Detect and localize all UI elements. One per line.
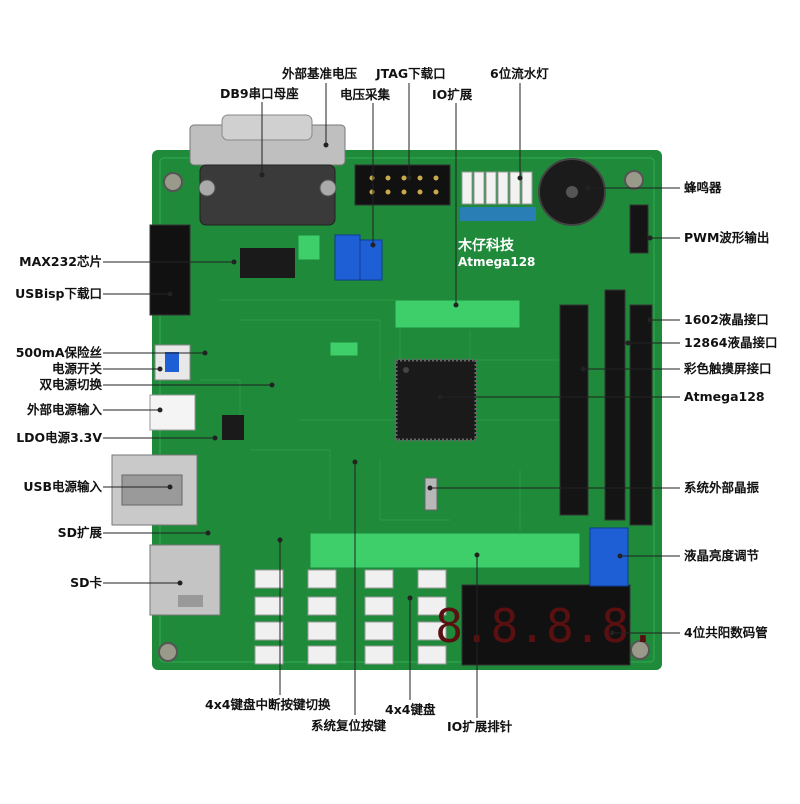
label-db9: DB9串口母座	[220, 86, 299, 101]
brightness-pots	[589, 527, 629, 587]
label-lcd-brightness: 液晶亮度调节	[684, 548, 760, 563]
db9-connector	[189, 114, 346, 226]
label-seg4: 4位共阳数码管	[684, 625, 768, 640]
usbisp-header	[149, 224, 191, 316]
label-sd-expand: SD扩展	[57, 525, 102, 540]
label-ext-power: 外部电源输入	[26, 402, 102, 417]
label-reset-key: 系统复位按键	[311, 718, 387, 733]
buzzer	[538, 158, 606, 226]
keypad-4x4	[254, 569, 447, 665]
label-crystal: 系统外部晶振	[684, 480, 760, 495]
label-ext-ref-voltage: 外部基准电压	[282, 66, 358, 81]
atmega128-chip	[394, 358, 478, 442]
lcd12864-header	[604, 289, 626, 521]
io-terminal-bottom	[309, 532, 581, 569]
jtag-header	[354, 164, 451, 206]
label-keyboard: 4x4键盘	[385, 702, 436, 717]
seven-segment-display: 8.8.8.8.	[435, 584, 657, 666]
label-ldo: LDO电源3.3V	[16, 430, 102, 445]
label-lcd1602: 1602液晶接口	[684, 312, 769, 327]
label-io-expand-top: IO扩展	[432, 87, 473, 102]
usb-port	[111, 454, 198, 526]
label-io-header: IO扩展排针	[447, 719, 513, 734]
brand-silk: 木仔科技	[457, 237, 515, 254]
lcd1602-header	[629, 304, 653, 526]
label-fuse: 500mA保险丝	[15, 345, 102, 360]
chip-silk: Atmega128	[458, 255, 535, 269]
label-dual-power: 双电源切换	[39, 377, 102, 392]
label-atmega128: Atmega128	[684, 389, 765, 404]
svg-text:8.8.8.8.: 8.8.8.8.	[435, 599, 657, 653]
crystal	[424, 477, 438, 511]
label-jtag-download: JTAG下载口	[376, 66, 446, 81]
label-sd-card: SD卡	[70, 575, 102, 590]
label-led-6: 6位流水灯	[490, 66, 549, 81]
label-buzzer: 蜂鸣器	[684, 180, 722, 195]
max232-chip	[240, 248, 295, 278]
touch-screen-header	[559, 304, 589, 516]
sd-card-slot	[149, 544, 221, 616]
label-power-switch: 电源开关	[51, 361, 102, 376]
label-max232: MAX232芯片	[19, 254, 102, 269]
label-usbisp: USBisp下载口	[15, 286, 102, 301]
led-array	[460, 171, 536, 221]
mounting-holes	[158, 170, 650, 662]
label-usb-power: USB电源输入	[23, 479, 102, 494]
label-color-touch: 彩色触摸屏接口	[684, 361, 772, 376]
label-pwm-output: PWM波形输出	[684, 230, 770, 245]
label-lcd12864: 12864液晶接口	[684, 335, 778, 350]
label-voltage-sample: 电压采集	[340, 87, 391, 102]
label-interrupt-switch: 4x4键盘中断按键切换	[205, 697, 331, 712]
